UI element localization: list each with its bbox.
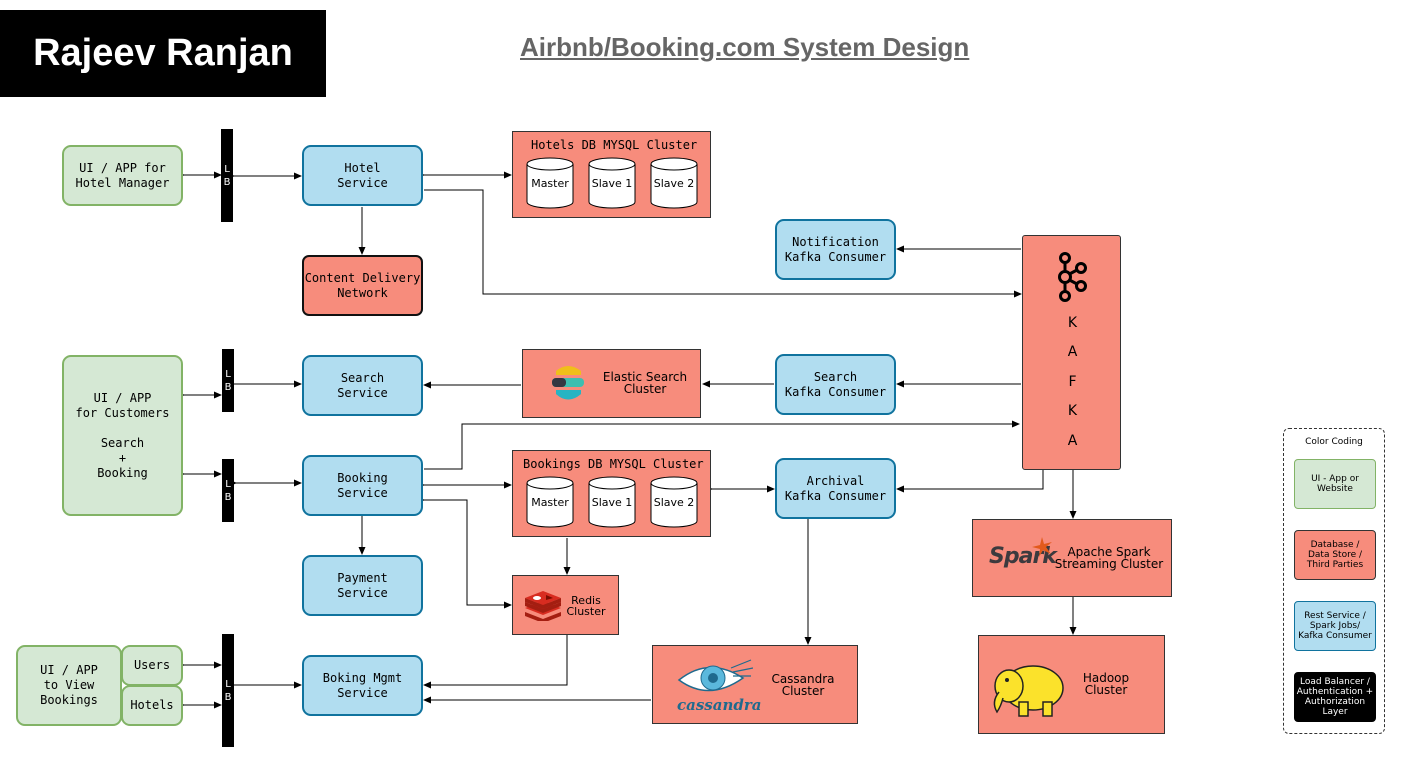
- booking-mgmt-service: Boking Mgmt Service: [302, 655, 423, 716]
- db-node-label: Slave 2: [653, 177, 695, 190]
- search-kafka-consumer: Search Kafka Consumer: [775, 354, 896, 415]
- lb-letter: B: [224, 491, 232, 503]
- elastic-search-cluster: Elastic Search Cluster: [522, 349, 701, 418]
- kafka-letter: K: [1067, 315, 1078, 331]
- color-legend: Color Coding UI - App or Website Databas…: [1283, 428, 1385, 734]
- booking-service: Booking Service: [302, 455, 423, 516]
- kafka-letter: A: [1067, 344, 1078, 360]
- lb-letter: B: [224, 381, 232, 393]
- database-cylinder-icon: [526, 157, 574, 209]
- redis-cluster: Redis Cluster: [512, 575, 619, 635]
- edge-hotel-service-kafka: [424, 189, 1022, 298]
- lb-letter: B: [224, 691, 232, 703]
- ui-hotels: Hotels: [121, 685, 183, 726]
- kafka-cluster: K A F K A: [1022, 235, 1121, 470]
- database-cylinder-icon: [650, 157, 698, 209]
- redis-logo-icon: [525, 591, 561, 621]
- content-delivery-network: Content Delivery Network: [302, 255, 423, 316]
- db-node-label: Slave 2: [653, 496, 695, 509]
- kafka-logo-icon: [1058, 252, 1087, 302]
- database-cylinder-icon: [588, 157, 636, 209]
- cassandra-cluster: cassandra Cassandra Cluster: [652, 645, 858, 724]
- db-node-label: Slave 1: [591, 496, 633, 509]
- hotels-db-cluster: Hotels DB MYSQL Cluster Master Slave 1 S…: [512, 131, 711, 218]
- elastic-search-label: Elastic Search Cluster: [602, 370, 688, 396]
- edge-redis-booking-mgmt: [423, 635, 568, 689]
- hadoop-cluster: Hadoop Cluster: [978, 635, 1165, 734]
- hotels-db-slave2: Slave 2: [650, 157, 698, 209]
- ui-view-bookings: UI / APP to View Bookings: [16, 645, 122, 726]
- cassandra-label: Cassandra Cluster: [771, 672, 835, 698]
- bookings-db-master: Master: [526, 476, 574, 528]
- legend-datastore: Database / Data Store / Third Parties: [1294, 530, 1376, 580]
- spark-star-icon: [1032, 537, 1052, 557]
- legend-ui: UI - App or Website: [1294, 459, 1376, 509]
- cassandra-logo-text: cassandra: [677, 696, 762, 714]
- payment-service: Payment Service: [302, 555, 423, 616]
- ui-users: Users: [121, 645, 183, 686]
- kafka-letter: F: [1068, 374, 1077, 390]
- apache-spark-label: Apache Spark Streaming Cluster: [1054, 545, 1164, 571]
- notification-kafka-consumer: Notification Kafka Consumer: [775, 219, 896, 280]
- archival-kafka-consumer: Archival Kafka Consumer: [775, 458, 896, 519]
- bookings-db-cluster: Bookings DB MYSQL Cluster Master Slave 1…: [512, 450, 711, 537]
- bookings-db-slave2: Slave 2: [650, 476, 698, 528]
- legend-title: Color Coding: [1305, 437, 1363, 447]
- hadoop-elephant-icon: [993, 665, 1064, 717]
- redis-label: Redis Cluster: [566, 594, 606, 618]
- hotels-db-title: Hotels DB MYSQL Cluster: [531, 138, 698, 152]
- db-node-label: Slave 1: [591, 177, 633, 190]
- lb-letter: L: [225, 368, 231, 380]
- hotels-db-slave1: Slave 1: [588, 157, 636, 209]
- kafka-letter: K: [1067, 403, 1078, 419]
- db-node-label: Master: [531, 177, 569, 190]
- bookings-db-slave1: Slave 1: [588, 476, 636, 528]
- legend-service: Rest Service / Spark Jobs/ Kafka Consume…: [1294, 601, 1376, 651]
- database-cylinder-icon: [526, 476, 574, 528]
- hotel-service: Hotel Service: [302, 145, 423, 206]
- hadoop-label: Hadoop Cluster: [1082, 671, 1130, 697]
- legend-load-balancer: Load Balancer / Authentication + Authori…: [1294, 672, 1376, 722]
- apache-spark-cluster: Spark Apache Spark Streaming Cluster: [972, 519, 1172, 597]
- search-service: Search Service: [302, 355, 423, 416]
- edge-booking-service-redis: [417, 496, 512, 609]
- lb-letter: L: [224, 163, 230, 175]
- bookings-db-title: Bookings DB MYSQL Cluster: [523, 457, 704, 471]
- hotels-db-master: Master: [526, 157, 574, 209]
- diagram-title: Airbnb/Booking.com System Design: [520, 32, 970, 62]
- elasticsearch-logo-icon: [552, 366, 584, 400]
- edge-kafka-archival: [896, 470, 1044, 493]
- database-cylinder-icon: [588, 476, 636, 528]
- ui-customers: UI / APP for Customers Search + Booking: [62, 355, 183, 516]
- database-cylinder-icon: [650, 476, 698, 528]
- lb-letter: L: [225, 678, 231, 690]
- kafka-letter: A: [1067, 433, 1078, 449]
- lb-letter: B: [223, 176, 231, 188]
- db-node-label: Master: [531, 496, 569, 509]
- ui-hotel-manager: UI / APP for Hotel Manager: [62, 145, 183, 206]
- cassandra-eye-icon: [677, 659, 753, 692]
- author-name-banner: Rajeev Ranjan: [0, 10, 326, 97]
- lb-letter: L: [225, 478, 231, 490]
- edge-booking-service-kafka: [424, 420, 1020, 470]
